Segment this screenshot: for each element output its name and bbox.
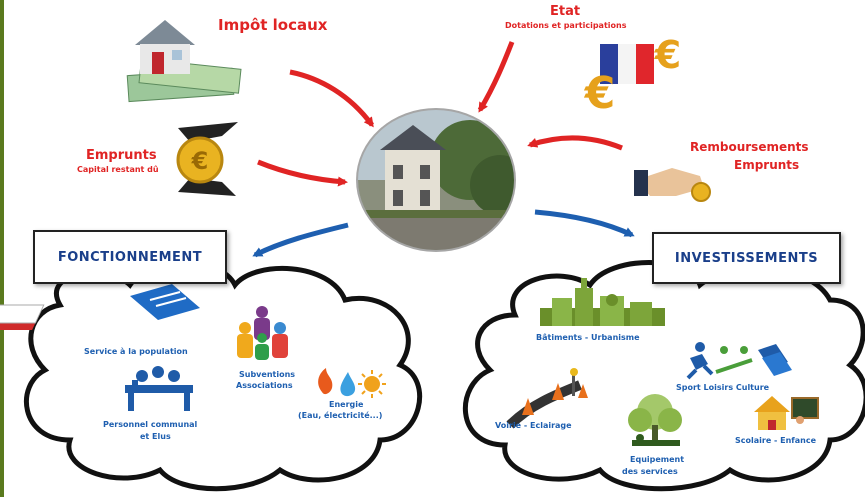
meeting-icon bbox=[125, 366, 193, 411]
voirie-label: Voirie - Eclairage bbox=[495, 421, 572, 430]
fonctionnement-cloud bbox=[23, 260, 423, 492]
arrow-fonctionnement bbox=[252, 222, 349, 258]
arrow-impot bbox=[289, 69, 375, 128]
fonctionnement-box: FONCTIONNEMENT bbox=[33, 230, 227, 284]
scolaire-label: Scolaire - Enfance bbox=[735, 436, 817, 445]
equipement-label: Equipement bbox=[630, 455, 685, 464]
svg-text:€: € bbox=[584, 68, 616, 119]
buildings-icon bbox=[540, 278, 665, 326]
impot-label: Impôt locaux bbox=[218, 16, 328, 34]
investissements-box: INVESTISSEMENTS bbox=[652, 232, 841, 284]
arrow-etat bbox=[477, 41, 515, 113]
people-group-icon bbox=[237, 306, 288, 360]
energie-detail-label: (Eau, électricité...) bbox=[298, 411, 383, 420]
arrow-investissements bbox=[534, 209, 635, 238]
service-population-label: Service à la population bbox=[84, 347, 188, 356]
remboursements-emprunts-label: Emprunts bbox=[734, 158, 800, 172]
school-icon bbox=[754, 396, 819, 430]
files-icon bbox=[0, 284, 200, 330]
batiments-label: Bâtiments - Urbanisme bbox=[536, 333, 640, 342]
town-hall-photo bbox=[356, 108, 516, 252]
svg-text:€: € bbox=[191, 147, 209, 175]
investissements-title: INVESTISSEMENTS bbox=[674, 250, 819, 266]
etat-sublabel: Dotations et participations bbox=[505, 21, 627, 30]
etat-label: Etat bbox=[550, 4, 581, 19]
coin-hands-icon: € bbox=[176, 122, 238, 196]
frame-line bbox=[0, 0, 4, 497]
coin-hand-icon bbox=[634, 168, 711, 202]
subventions-label: Subventions bbox=[239, 370, 296, 379]
fonctionnement-title: FONCTIONNEMENT bbox=[57, 249, 203, 265]
remboursements-label: Remboursements bbox=[690, 140, 809, 154]
energie-label: Energie bbox=[329, 400, 364, 409]
emprunts-label: Emprunts bbox=[86, 148, 157, 163]
tree-equipment-icon bbox=[628, 394, 682, 446]
arrow-remboursements bbox=[527, 135, 623, 151]
road-cones-icon bbox=[506, 368, 588, 429]
svg-text:€: € bbox=[654, 33, 681, 77]
sport-label: Sport Loisirs Culture bbox=[676, 383, 770, 392]
house-money-icon bbox=[126, 20, 242, 103]
energy-icon bbox=[318, 368, 386, 398]
sports-icon bbox=[686, 342, 792, 380]
elus-label: et Elus bbox=[140, 432, 171, 441]
euro-flag-icon: € € bbox=[584, 33, 682, 119]
arrow-emprunts bbox=[257, 159, 348, 187]
personnel-label: Personnel communal bbox=[103, 420, 198, 429]
services-label: des services bbox=[622, 467, 678, 476]
associations-label: Associations bbox=[236, 381, 293, 390]
emprunts-sublabel: Capital restant dû bbox=[77, 165, 159, 174]
